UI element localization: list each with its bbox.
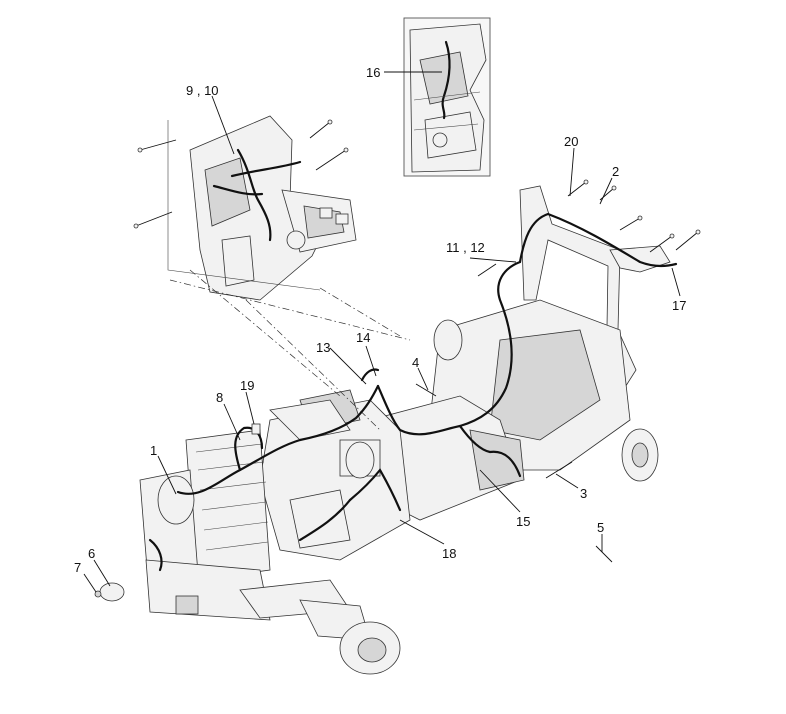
wiring-harness: [148, 212, 678, 572]
callout-3: 3: [580, 486, 587, 501]
callout-1: 1: [150, 443, 157, 458]
callout-14: 14: [356, 330, 370, 345]
reference-lines: [169, 269, 411, 431]
callout-15: 15: [516, 514, 530, 529]
callout-labels: 1 2 3 4 5 6 7 8 9 , 10 11 , 12 13 14 15 …: [74, 65, 686, 575]
callout-2: 2: [612, 164, 619, 179]
callout-13: 13: [316, 340, 330, 355]
callout-17: 17: [672, 298, 686, 313]
callout-7: 7: [74, 560, 81, 575]
callout-20: 20: [564, 134, 578, 149]
callout-leaders: [83, 71, 681, 593]
callout-6: 6: [88, 546, 95, 561]
callout-11-12: 11 , 12: [446, 240, 485, 255]
inset-detail-box: [403, 17, 491, 177]
callout-8: 8: [216, 390, 223, 405]
dashboard-detail: [167, 115, 357, 301]
callout-18: 18: [442, 546, 456, 561]
callout-9-10: 9 , 10: [186, 83, 219, 98]
callout-5: 5: [597, 520, 604, 535]
callout-19: 19: [240, 378, 254, 393]
loose-parts: [94, 119, 701, 602]
callout-4: 4: [412, 355, 419, 370]
callout-16: 16: [366, 65, 380, 80]
